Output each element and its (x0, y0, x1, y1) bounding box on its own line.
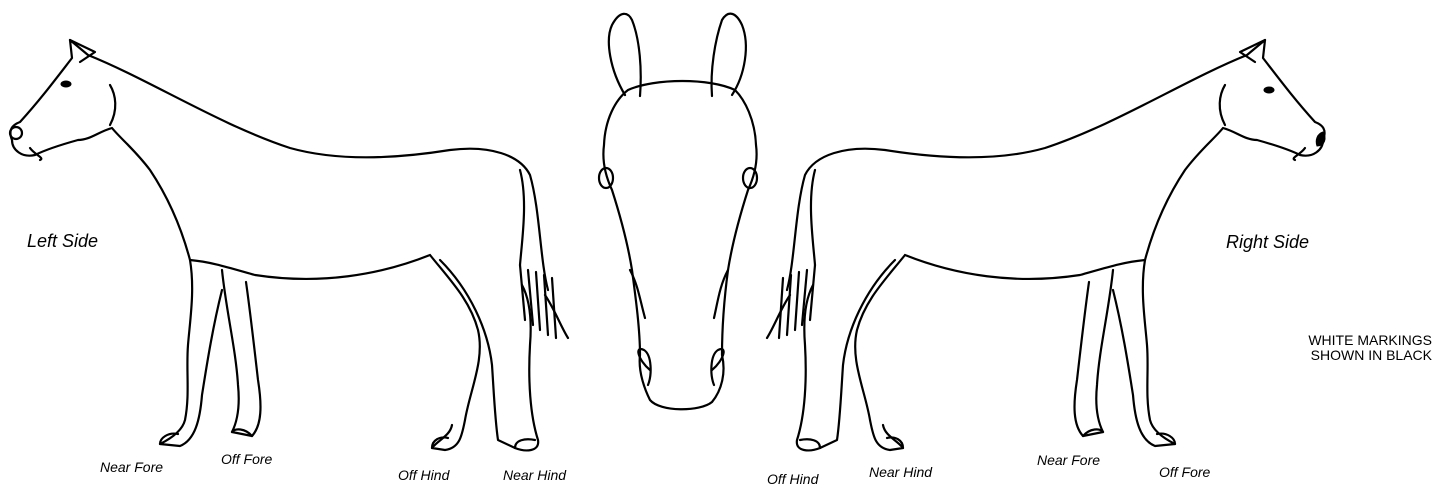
left-off-hind-label: Off Hind (398, 467, 449, 483)
left-near-fore-label: Near Fore (100, 459, 163, 475)
right-side-label: Right Side (1226, 232, 1309, 253)
left-side-label: Left Side (27, 231, 98, 252)
markings-note-line2: SHOWN IN BLACK (1266, 348, 1432, 363)
front-head-outline (599, 14, 757, 410)
left-near-hind-label: Near Hind (503, 467, 566, 483)
left-off-fore-label: Off Fore (221, 451, 272, 467)
right-near-fore-label: Near Fore (1037, 452, 1100, 468)
markings-note-line1: WHITE MARKINGS (1266, 333, 1432, 348)
right-near-hind-label: Near Hind (869, 464, 932, 480)
right-off-hind-label: Off Hind (767, 471, 818, 487)
right-off-fore-label: Off Fore (1159, 464, 1210, 480)
markings-note: WHITE MARKINGS SHOWN IN BLACK (1266, 333, 1432, 363)
